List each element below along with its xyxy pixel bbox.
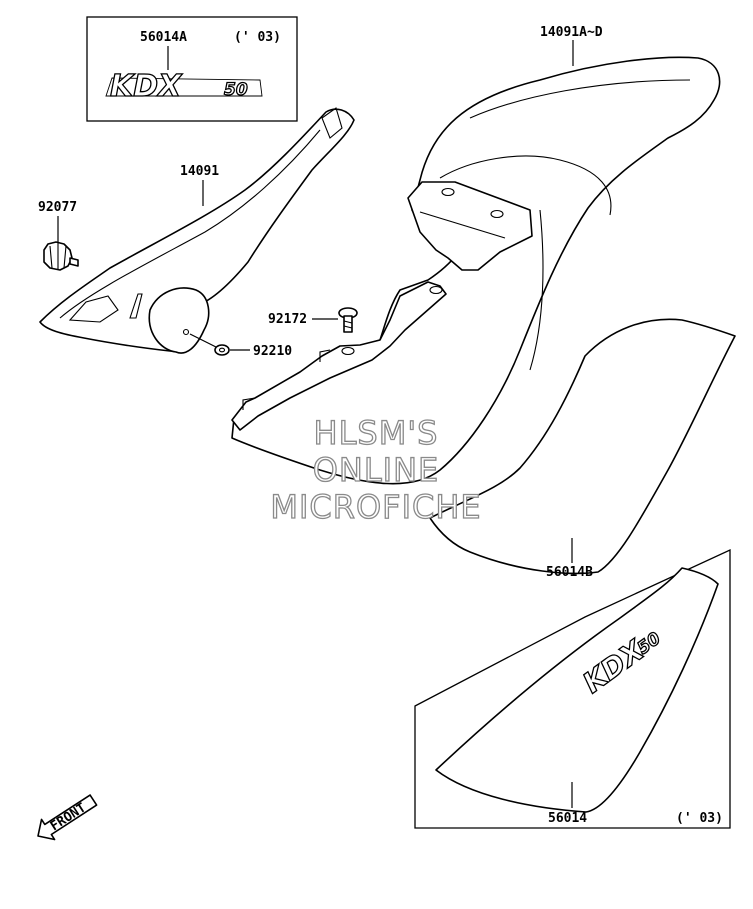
bolt-thread xyxy=(343,320,353,329)
boss-washer-link xyxy=(189,333,219,349)
front-arrow-label: FRONT xyxy=(48,800,89,834)
lower-seat-cover-shape xyxy=(435,567,719,813)
side-cover-part-label: 14091 xyxy=(180,164,219,179)
seat-front-contour xyxy=(439,155,612,216)
seat-side-contour xyxy=(529,209,544,371)
upper-decal-year-label: (' 03) xyxy=(234,30,281,45)
watermark: HLSM'S ONLINE MICROFICHE xyxy=(270,413,482,526)
rail-hook-1 xyxy=(319,349,331,362)
upper-kdx50-logo: KDX 50 xyxy=(105,68,263,105)
side-cover-slot xyxy=(129,293,143,319)
upper-decal-frame xyxy=(86,16,298,122)
knob-stud xyxy=(69,257,79,267)
front-arrow-shape xyxy=(37,794,98,841)
upper-decal-inset: 56014A (' 03) KDX 50 xyxy=(86,16,298,122)
boss-hole xyxy=(182,328,190,336)
washer-hole xyxy=(218,347,226,353)
seat-front-bracket xyxy=(407,181,533,271)
seat-assy-part-label: 14091A~D xyxy=(540,25,603,40)
lower-decal-year-label: (' 03) xyxy=(676,811,723,826)
side-cover xyxy=(39,107,355,354)
side-cover-cutout xyxy=(68,295,119,323)
bracket-hole-1 xyxy=(441,187,455,197)
bolt-92172 xyxy=(338,307,358,333)
watermark-line-1: HLSM'S xyxy=(314,414,439,452)
knob-92077 xyxy=(43,241,79,271)
seat-assembly xyxy=(231,56,721,485)
seat-cover-pad xyxy=(429,318,736,575)
washer-92210 xyxy=(214,344,230,356)
upper-decal-part-label: 56014A xyxy=(140,30,187,45)
rail-hole-2 xyxy=(429,285,443,295)
washer-part-label: 92210 xyxy=(253,344,292,359)
knob-ribs xyxy=(49,243,67,270)
side-cover-top-ridge xyxy=(321,107,343,139)
upper-logo-kdx: KDX xyxy=(110,69,183,104)
side-cover-inner-contour xyxy=(59,129,321,319)
lower-decal-inset: KDX 50 56014 (' 03) xyxy=(414,548,731,829)
seat-base-rail xyxy=(231,281,447,431)
upper-logo-50: 50 xyxy=(224,80,248,100)
rail-hole-1 xyxy=(341,346,355,356)
rail-hook-2 xyxy=(242,397,256,410)
knob-part-label: 92077 xyxy=(38,200,77,215)
lower-decal-part-label: 56014 xyxy=(548,811,587,826)
seat-top-crease xyxy=(469,79,691,119)
watermark-line-3: MICROFICHE xyxy=(270,488,481,526)
bracket-fold xyxy=(419,211,506,239)
bolt-shank xyxy=(343,315,353,333)
front-arrow: FRONT xyxy=(37,794,98,841)
upper-logo-backing xyxy=(105,77,263,97)
bracket-hole-2 xyxy=(490,209,504,219)
seat-cover-part-label: 56014B xyxy=(546,565,593,580)
watermark-line-2: ONLINE xyxy=(313,451,440,489)
bolt-part-label: 92172 xyxy=(268,312,307,327)
side-cover-boss xyxy=(148,287,210,354)
lower-decal-frame xyxy=(414,548,731,829)
